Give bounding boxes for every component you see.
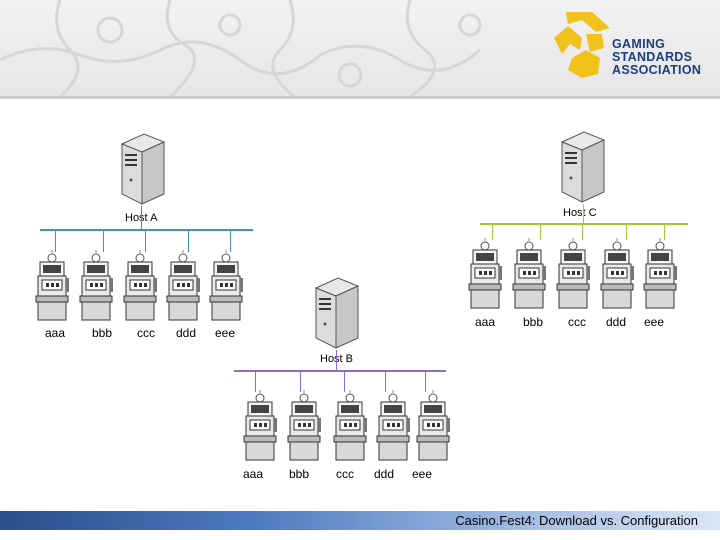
network-drop — [385, 372, 386, 392]
server-icon-host-c — [561, 131, 605, 203]
slot-machine-icon — [209, 250, 244, 321]
slot-machine-icon — [376, 390, 411, 461]
network-drop — [582, 225, 583, 240]
network-drop — [255, 372, 256, 392]
machine-label: aaa — [475, 315, 496, 329]
machine-label: ddd — [176, 326, 197, 340]
network-drop — [103, 231, 104, 252]
puzzle-background — [0, 0, 482, 97]
slot-machine-icon — [333, 390, 368, 461]
network-drop — [145, 231, 146, 252]
logo-line-1: GAMING — [612, 37, 666, 51]
network-drop — [540, 225, 541, 240]
machine-label: eee — [412, 467, 433, 481]
machine-label: ddd — [374, 467, 395, 481]
host-c-label: Host C — [563, 207, 597, 219]
slot-machine-icon — [166, 250, 201, 321]
network-drop — [492, 225, 493, 240]
host-c-network-line — [480, 223, 688, 225]
network-drop — [344, 372, 345, 392]
host-a-network-line — [40, 229, 253, 231]
server-icon-host-a — [121, 133, 165, 205]
machine-label: eee — [215, 326, 236, 340]
slot-machine-icon — [643, 238, 678, 309]
machine-label: bbb — [92, 326, 113, 340]
machine-label: aaa — [243, 467, 264, 481]
machine-label: eee — [644, 315, 665, 329]
slot-machine-icon — [556, 238, 591, 309]
slot-machine-icon — [79, 250, 114, 321]
network-drop — [55, 231, 56, 252]
host-c-machines — [457, 236, 685, 312]
network-drop — [188, 231, 189, 252]
machine-label: ccc — [137, 326, 155, 340]
footer-title: Casino.Fest4: Download vs. Configuration — [455, 513, 698, 528]
slot-machine-icon — [512, 238, 547, 309]
host-b-machines — [226, 388, 452, 464]
slot-machine-icon — [35, 250, 70, 321]
machine-label: ddd — [606, 315, 627, 329]
slot-machine-icon — [468, 238, 503, 309]
host-a-machines — [26, 248, 254, 324]
network-drop — [230, 231, 231, 252]
network-drop — [425, 372, 426, 392]
slot-machine-icon — [416, 390, 451, 461]
server-icon-host-b — [315, 277, 359, 349]
host-b-network-line — [234, 370, 446, 372]
gsa-logo-icon — [554, 12, 610, 78]
host-uplink — [141, 206, 142, 229]
logo-line-3: ASSOCIATION — [612, 63, 702, 77]
machine-label: ccc — [568, 315, 586, 329]
network-drop — [300, 372, 301, 392]
slot-machine-icon — [243, 390, 278, 461]
footer-bar — [0, 511, 720, 530]
host-uplink — [583, 204, 584, 223]
logo-line-2: STANDARDS — [612, 50, 693, 64]
machine-label: bbb — [289, 467, 310, 481]
logo-text: GAMING STANDARDS ASSOCIATION — [612, 38, 701, 77]
slot-machine-icon — [287, 390, 322, 461]
network-drop — [664, 225, 665, 240]
machine-label: aaa — [45, 326, 66, 340]
machine-label: bbb — [523, 315, 544, 329]
header-divider — [0, 96, 720, 99]
network-drop — [626, 225, 627, 240]
slot-machine-icon — [600, 238, 635, 309]
host-uplink — [336, 350, 337, 370]
machine-label: ccc — [336, 467, 354, 481]
footer-bottom — [0, 530, 720, 540]
slot-machine-icon — [123, 250, 158, 321]
